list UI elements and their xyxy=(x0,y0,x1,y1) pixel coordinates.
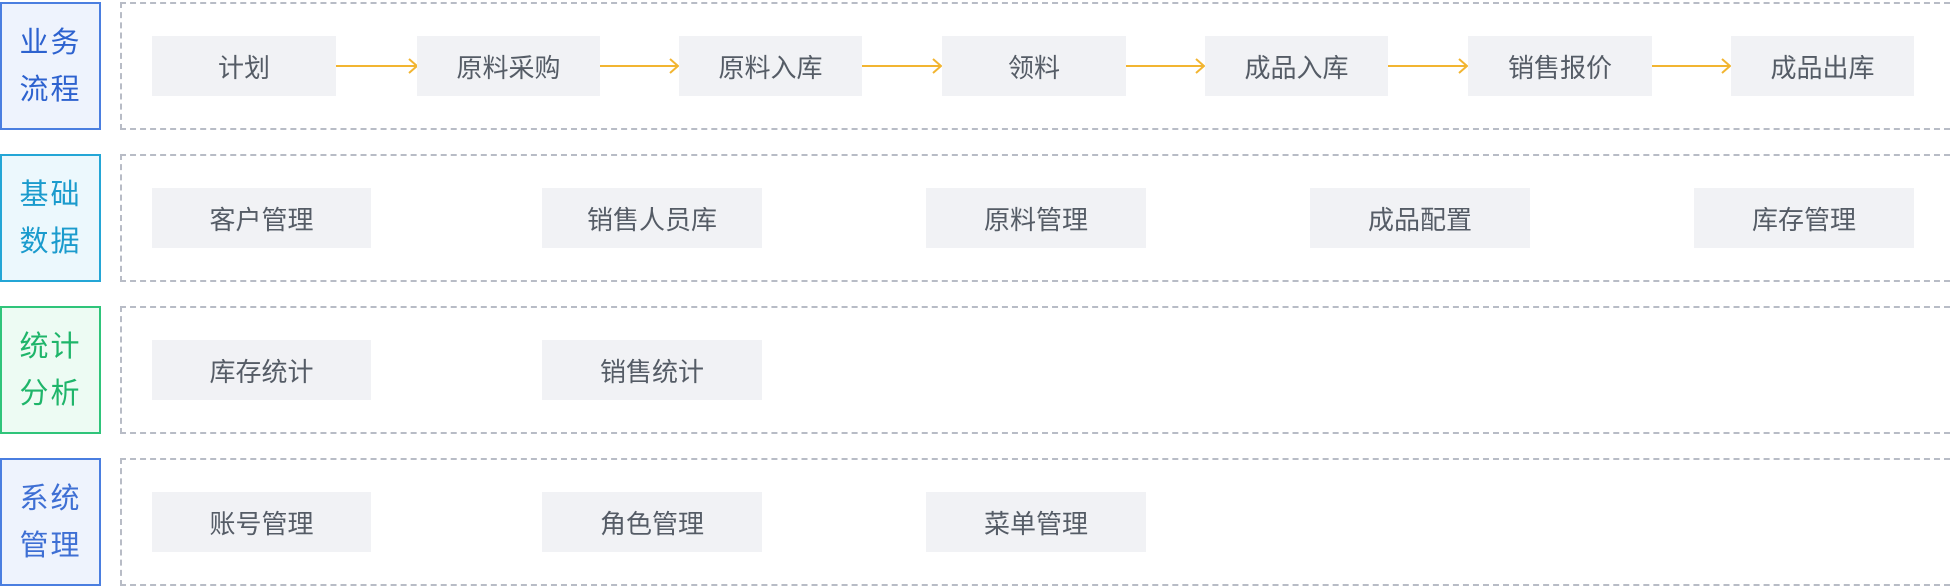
process-step-material-purchase[interactable]: 原料采购 xyxy=(417,36,600,96)
module-account-management[interactable]: 账号管理 xyxy=(152,492,371,552)
module-role-management[interactable]: 角色管理 xyxy=(542,492,762,552)
category-title-line1: 基础 xyxy=(19,177,82,211)
section-frame xyxy=(120,154,1950,282)
arrow-right-icon xyxy=(336,58,419,74)
section-frame xyxy=(120,306,1950,434)
process-step-material-inbound[interactable]: 原料入库 xyxy=(679,36,862,96)
arrow-right-icon xyxy=(1126,58,1206,74)
process-step-product-inbound[interactable]: 成品入库 xyxy=(1205,36,1388,96)
category-title-line2: 管理 xyxy=(19,528,82,562)
module-sales-statistics[interactable]: 销售统计 xyxy=(542,340,762,400)
section-frame xyxy=(120,458,1950,586)
category-label-basic-data: 基础 数据 xyxy=(0,154,101,282)
process-step-plan[interactable]: 计划 xyxy=(152,36,336,96)
category-title-line2: 分析 xyxy=(19,376,82,410)
module-inventory-management[interactable]: 库存管理 xyxy=(1694,188,1914,248)
category-title-line1: 业务 xyxy=(19,25,82,59)
category-label-statistics: 统计 分析 xyxy=(0,306,101,434)
module-product-config[interactable]: 成品配置 xyxy=(1310,188,1530,248)
process-step-material-pick[interactable]: 领料 xyxy=(942,36,1126,96)
category-title-line2: 流程 xyxy=(19,72,82,106)
arrow-right-icon xyxy=(1652,58,1732,74)
module-menu-management[interactable]: 菜单管理 xyxy=(926,492,1146,552)
category-label-system-management: 系统 管理 xyxy=(0,458,101,586)
arrow-right-icon xyxy=(862,58,943,74)
category-label-business-process: 业务 流程 xyxy=(0,2,101,130)
module-material-management[interactable]: 原料管理 xyxy=(926,188,1146,248)
category-title-line1: 统计 xyxy=(19,329,82,363)
module-salesperson-library[interactable]: 销售人员库 xyxy=(542,188,762,248)
category-title-line2: 数据 xyxy=(19,224,82,258)
module-inventory-statistics[interactable]: 库存统计 xyxy=(152,340,371,400)
arrow-right-icon xyxy=(600,58,680,74)
process-step-sales-quote[interactable]: 销售报价 xyxy=(1468,36,1652,96)
section-frame xyxy=(120,2,1950,130)
process-step-product-outbound[interactable]: 成品出库 xyxy=(1731,36,1914,96)
module-customer-management[interactable]: 客户管理 xyxy=(152,188,371,248)
category-title-line1: 系统 xyxy=(19,481,82,515)
arrow-right-icon xyxy=(1388,58,1469,74)
